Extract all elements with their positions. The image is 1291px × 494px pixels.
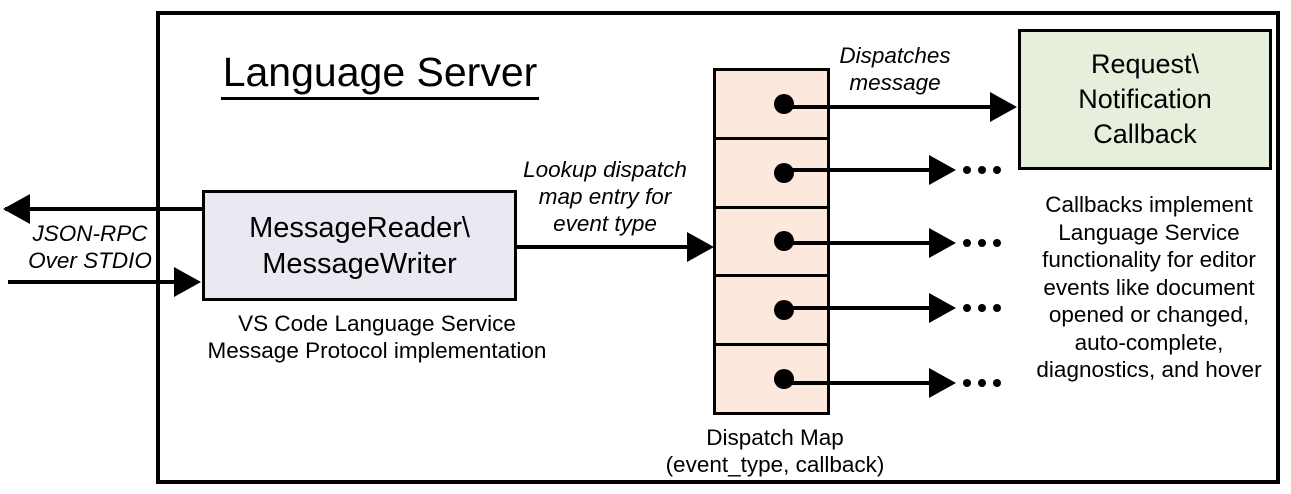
lookup-label-line3: event type	[553, 211, 657, 236]
lookup-label-line1: Lookup dispatch	[523, 157, 687, 182]
callback-pointer-dot	[774, 93, 794, 114]
dispatch-map-cell-5	[716, 343, 827, 412]
arrow-dispatch-1-line	[787, 105, 992, 109]
dispatch-map-caption-line1: Dispatch Map	[706, 425, 844, 450]
callback-pointer-dot	[774, 231, 794, 252]
message-reader-writer-box: MessageReader\ MessageWriter	[202, 190, 517, 301]
arrowhead-right-icon	[929, 155, 956, 185]
ellipsis-icon	[963, 228, 1001, 258]
dispatch-map-caption-line2: (event_type, callback)	[665, 452, 885, 477]
callbacks-note-line3: functionality for editor	[1042, 247, 1256, 272]
lookup-label: Lookup dispatch map entry for event type	[500, 156, 710, 237]
callbacks-note-line6: auto-complete,	[1074, 329, 1224, 355]
callbacks-note-line1: Callbacks implement	[1045, 192, 1253, 217]
callback-pointer-dot	[774, 162, 794, 183]
diagram-title-text: Language Server	[220, 50, 540, 100]
callbacks-note: Callbacks implement Language Service fun…	[1020, 191, 1278, 384]
reader-caption-line2: Message Protocol implementation	[207, 338, 547, 363]
callback-box-line1: Request\	[1090, 49, 1200, 79]
ellipsis-icon	[963, 368, 1001, 398]
dispatch-map-caption: Dispatch Map (event_type, callback)	[650, 424, 900, 478]
lookup-label-line2: map entry for	[538, 184, 672, 209]
arrowhead-left-icon	[3, 194, 30, 224]
callback-box-line2: Notification	[1078, 84, 1212, 114]
dispatches-label: Dispatches message	[800, 42, 990, 96]
arrowhead-right-icon	[929, 368, 956, 398]
ellipsis-icon	[963, 293, 1001, 323]
arrow-dispatch-5-line	[787, 381, 931, 385]
arrow-stdio-out-line	[5, 207, 202, 211]
callback-pointer-dot	[774, 300, 794, 321]
json-rpc-label-line1: JSON-RPC	[32, 221, 148, 246]
callbacks-note-line2: Language Service	[1058, 219, 1240, 245]
ellipsis-icon	[963, 155, 1001, 185]
callbacks-note-line7: diagnostics, and hover	[1036, 357, 1262, 382]
callback-pointer-dot	[774, 369, 794, 390]
arrowhead-right-icon	[990, 92, 1017, 122]
arrowhead-right-icon	[929, 293, 956, 323]
reader-box-line1: MessageReader\	[249, 211, 470, 244]
diagram-title: Language Server	[205, 50, 555, 100]
arrow-stdio-in-line	[8, 280, 176, 284]
dispatches-label-line2: message	[849, 70, 941, 95]
reader-caption-line1: VS Code Language Service	[238, 311, 516, 336]
dispatch-map-cell-2	[716, 136, 827, 206]
callback-box-line3: Callback	[1093, 119, 1197, 149]
json-rpc-label: JSON-RPC Over STDIO	[15, 220, 165, 274]
callbacks-note-line4: events like document	[1043, 274, 1255, 300]
dispatch-map-cell-4	[716, 274, 827, 343]
dispatches-label-line1: Dispatches	[839, 43, 951, 68]
request-notification-callback-box: Request\ Notification Callback	[1018, 29, 1272, 170]
arrowhead-right-icon	[687, 232, 714, 262]
arrow-dispatch-2-line	[787, 168, 931, 172]
reader-box-line2: MessageWriter	[262, 247, 457, 280]
arrowhead-right-icon	[174, 267, 201, 297]
arrow-dispatch-3-line	[787, 241, 931, 245]
callbacks-note-line5: opened or changed,	[1048, 302, 1250, 327]
dispatch-map-cell-3	[716, 205, 827, 275]
arrow-dispatch-4-line	[787, 306, 931, 310]
language-server-boundary-box	[156, 11, 1280, 484]
json-rpc-label-line2: Over STDIO	[28, 248, 152, 273]
reader-caption: VS Code Language Service Message Protoco…	[192, 310, 562, 364]
arrowhead-right-icon	[929, 228, 956, 258]
arrow-lookup-line	[517, 245, 689, 249]
